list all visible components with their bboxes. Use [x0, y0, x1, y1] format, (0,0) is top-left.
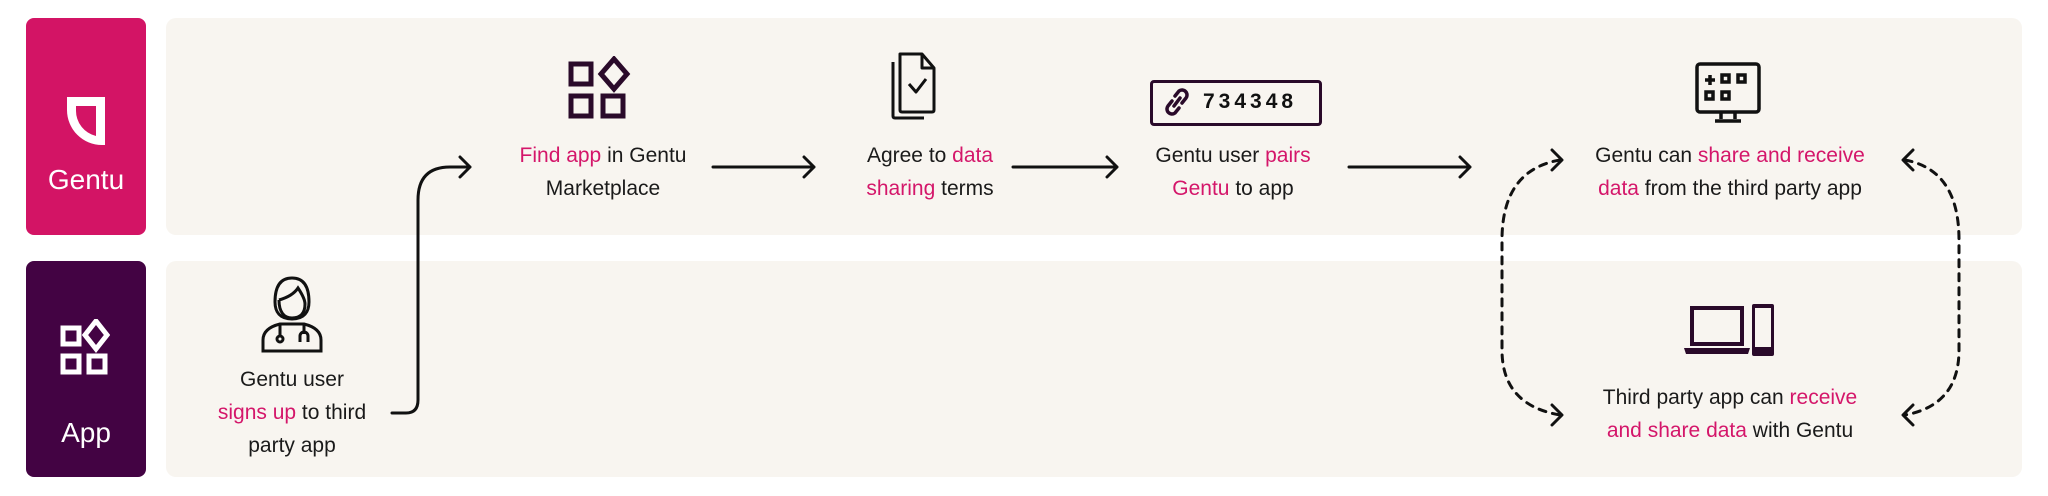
app-lane-panel	[166, 261, 2022, 477]
dashed-loop-left	[1500, 158, 1562, 417]
app-grid-icon	[60, 319, 110, 375]
pairing-code: 734348	[1203, 90, 1298, 113]
step-find-text: Find app in Gentu Marketplace	[519, 144, 687, 200]
arrow-signup-to-find	[390, 155, 472, 415]
step-app-share-text: Third party app can receive and share da…	[1602, 386, 1858, 442]
step-pair-text: Gentu user pairs Gentu to app	[1155, 144, 1311, 200]
step-gentu-share-text: Gentu can share and receive data from th…	[1595, 144, 1865, 200]
arrow-agree-to-pair	[1011, 155, 1119, 179]
gentu-lane-panel	[166, 18, 2022, 235]
pairing-code-badge: 734348	[1150, 80, 1322, 126]
laptop-phone-icon	[1684, 304, 1774, 356]
doctor-user-icon	[261, 276, 323, 353]
arrow-pair-to-share	[1347, 155, 1472, 179]
step-agree-text: Agree to data sharing terms	[866, 144, 994, 200]
gentu-lane-label: Gentu	[26, 18, 146, 235]
marketplace-grid-icon	[568, 56, 631, 119]
app-lane-label: App	[26, 261, 146, 477]
link-icon	[1165, 88, 1189, 116]
arrow-find-to-agree	[711, 155, 816, 179]
document-check-icon	[891, 52, 936, 120]
step-signup-text: Gentu user signs up to third party app	[217, 368, 367, 457]
monitor-dashboard-icon	[1695, 62, 1761, 123]
gentu-logo-icon	[67, 97, 105, 145]
dashed-loop-right	[1903, 158, 1961, 417]
